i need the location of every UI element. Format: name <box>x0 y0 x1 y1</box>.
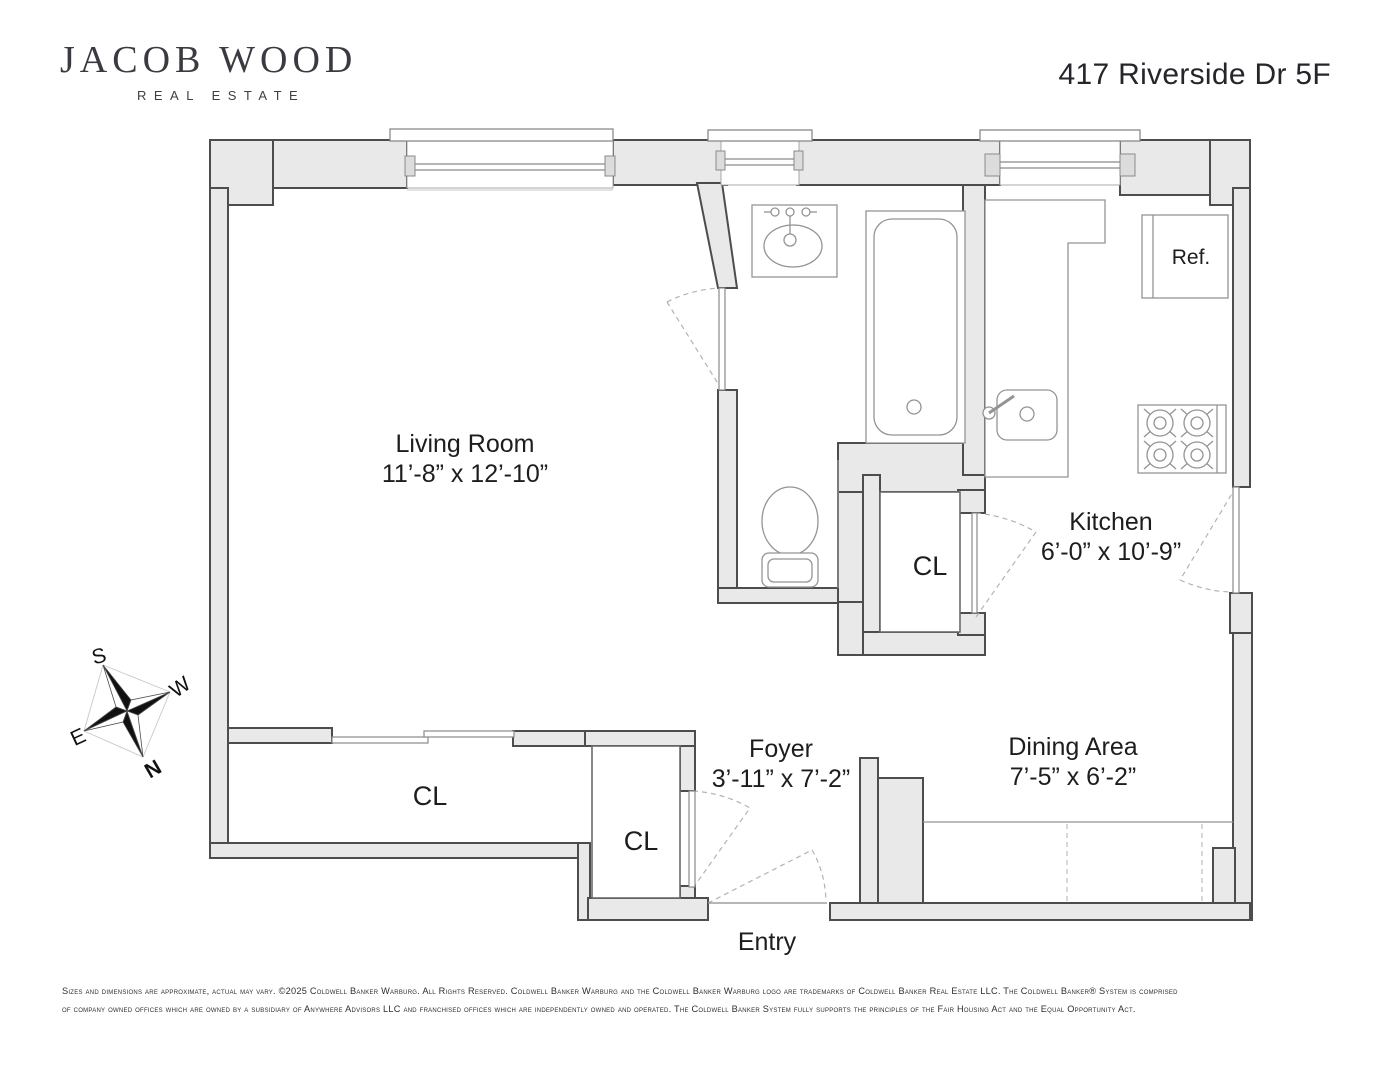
entry-label: Entry <box>737 928 797 956</box>
kitchen-fixtures <box>982 199 1229 478</box>
kitchen-window <box>979 129 1141 186</box>
room-name: Foyer <box>749 735 813 763</box>
kitchen-sink <box>982 389 1058 441</box>
dining-area-label: Dining Area 7’-5” x 6’-2” <box>1008 732 1137 792</box>
middle-closet-door <box>971 512 978 614</box>
doors <box>666 287 1237 904</box>
brand-logo: JACOB WOOD <box>60 39 358 81</box>
compass-west-label: W <box>166 672 196 702</box>
door-leaves <box>688 287 1240 904</box>
bathroom-fixtures <box>751 204 966 588</box>
room-dims: 7’-5” x 6’-2” <box>1009 763 1137 791</box>
sliding-closet-doors <box>331 730 515 744</box>
living-room-window <box>389 128 616 191</box>
burners <box>1143 408 1214 470</box>
stove <box>1137 404 1227 474</box>
dining-banquette <box>923 821 1233 901</box>
room-dims: 11’-8” x 12’-10” <box>381 460 549 488</box>
closet-foyer-label: CL <box>623 826 659 856</box>
compass-north-label: N <box>141 756 166 784</box>
compass-south-label: S <box>89 644 108 670</box>
bathroom-sink <box>751 204 838 278</box>
bathtub <box>865 210 966 444</box>
toilet <box>761 486 819 588</box>
brand-tagline: REAL ESTATE <box>137 88 306 103</box>
entry-door-swing <box>707 849 827 904</box>
closet-long-label: CL <box>412 781 448 811</box>
middle-closet <box>879 491 961 633</box>
kitchen-service-door <box>1232 486 1240 594</box>
disclaimer: Sizes and dimensions are approximate, ac… <box>62 983 1352 1018</box>
kitchen-label: Kitchen 6’-0” x 10’-9” <box>1041 507 1181 567</box>
room-dims: 6’-0” x 10’-9” <box>1040 538 1182 566</box>
bathroom-door <box>718 287 726 391</box>
page-title: 417 Riverside Dr 5F <box>1058 58 1331 91</box>
foyer-closet-door-swing <box>692 790 751 889</box>
room-dims: 3’-11” x 7’-2” <box>711 765 851 793</box>
disclaimer-line-2: of company owned offices which are owned… <box>62 1003 1136 1014</box>
walls <box>209 139 1253 921</box>
compass-east-label: E <box>67 724 89 751</box>
kitchen-service-door-swing <box>1179 486 1237 593</box>
foyer-closet-door <box>688 790 696 888</box>
disclaimer-line-1: Sizes and dimensions are approximate, ac… <box>62 986 1178 996</box>
room-name: Living Room <box>395 430 535 458</box>
middle-closet-door-swing <box>975 512 1037 618</box>
bathroom-door-swing <box>666 287 723 391</box>
bathroom-window <box>707 129 813 186</box>
foyer-label: Foyer 3’-11” x 7’-2” <box>712 734 850 794</box>
compass-rose: S W E N <box>67 644 195 784</box>
room-name: Dining Area <box>1008 733 1138 761</box>
living-room-label: Living Room 11’-8” x 12’-10” <box>382 429 548 489</box>
foyer-closet <box>591 745 681 899</box>
room-name: Kitchen <box>1069 508 1153 536</box>
refrigerator <box>1141 214 1229 299</box>
refrigerator-label: Ref. <box>1171 246 1211 269</box>
closet-middle-label: CL <box>912 551 948 581</box>
